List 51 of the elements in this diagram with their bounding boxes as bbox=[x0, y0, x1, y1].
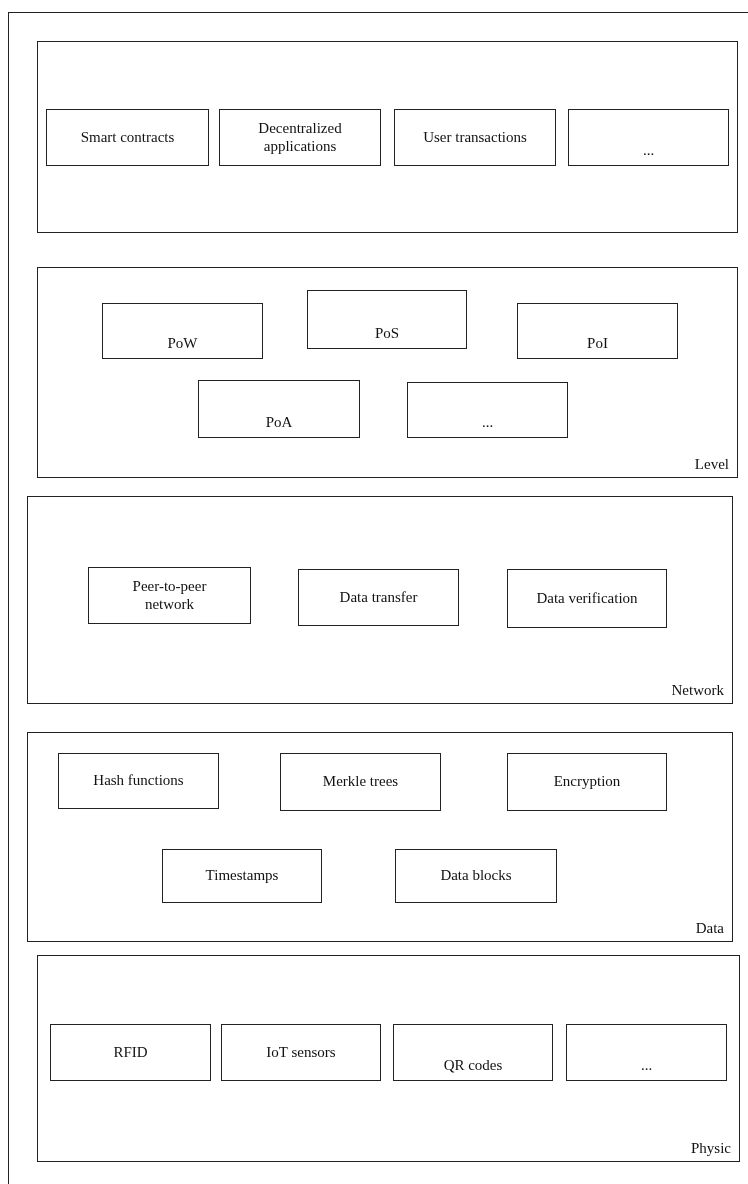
component-box bbox=[393, 1024, 553, 1081]
component-box bbox=[566, 1024, 727, 1081]
component-box bbox=[58, 753, 219, 809]
component-box bbox=[507, 569, 667, 628]
box-label: RFID bbox=[113, 1043, 148, 1062]
box-label: ... bbox=[642, 141, 655, 159]
layer-label: Level bbox=[694, 456, 729, 473]
box-label: PoS bbox=[374, 324, 400, 342]
component-box bbox=[219, 109, 381, 166]
box-label: Merkle trees bbox=[322, 773, 399, 791]
component-box bbox=[307, 290, 467, 349]
box-label: Decentralized applications bbox=[257, 120, 343, 155]
layer-panel bbox=[27, 496, 733, 704]
box-label: Smart contracts bbox=[80, 128, 175, 147]
box-label: ... bbox=[640, 1056, 653, 1074]
box-label: PoI bbox=[587, 334, 608, 352]
layer-panel bbox=[27, 732, 733, 942]
component-box bbox=[280, 753, 441, 811]
box-label: Encryption bbox=[553, 773, 621, 791]
component-box bbox=[395, 849, 557, 903]
box-label: IoT sensors bbox=[266, 1043, 336, 1062]
box-label: Data transfer bbox=[339, 588, 418, 607]
component-box bbox=[221, 1024, 381, 1081]
box-label: PoW bbox=[167, 334, 198, 352]
component-box bbox=[507, 753, 667, 811]
box-label: Peer-to-peer network bbox=[131, 578, 208, 613]
layer-label: Network bbox=[671, 682, 724, 699]
component-box bbox=[298, 569, 459, 626]
component-box bbox=[46, 109, 209, 166]
box-label: Timestamps bbox=[205, 867, 279, 885]
layer-panel bbox=[37, 267, 738, 478]
component-box bbox=[102, 303, 263, 359]
layer-panel bbox=[37, 41, 738, 233]
layer-panel bbox=[37, 955, 740, 1162]
component-box bbox=[198, 380, 360, 438]
box-label: Data blocks bbox=[440, 867, 512, 885]
layer-label: Physic bbox=[691, 1140, 731, 1157]
component-box bbox=[394, 109, 556, 166]
component-box bbox=[50, 1024, 211, 1081]
box-label: QR codes bbox=[443, 1056, 503, 1074]
component-box bbox=[407, 382, 568, 438]
box-label: Data verification bbox=[536, 589, 638, 608]
component-box bbox=[568, 109, 729, 166]
box-label: Hash functions bbox=[93, 772, 184, 790]
component-box bbox=[162, 849, 322, 903]
box-label: ... bbox=[481, 413, 494, 431]
layer-label: Data bbox=[695, 920, 724, 937]
box-label: User transactions bbox=[423, 128, 527, 147]
component-box bbox=[517, 303, 678, 359]
component-box bbox=[88, 567, 251, 624]
box-label: PoA bbox=[265, 413, 293, 431]
